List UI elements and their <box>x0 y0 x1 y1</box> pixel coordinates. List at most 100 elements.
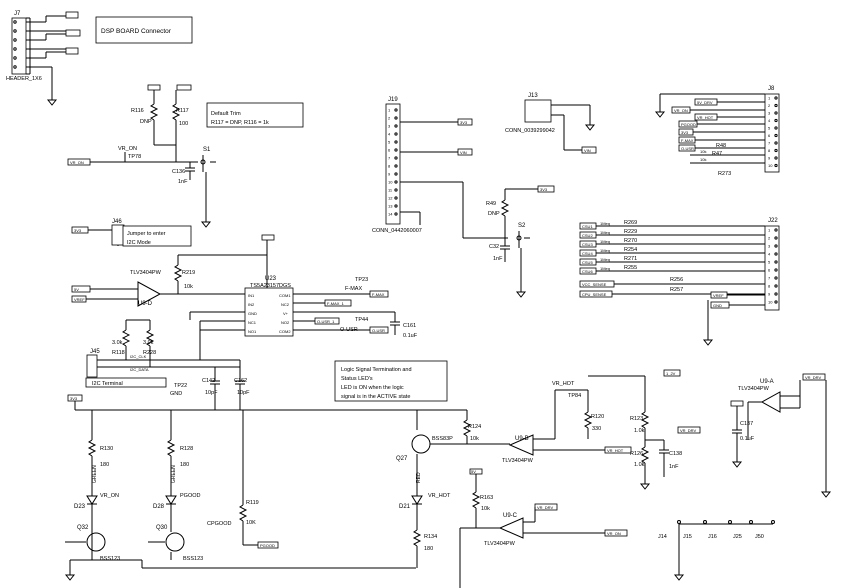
j45-label: J45 <box>90 349 100 355</box>
j8-label: J8 <box>768 86 775 92</box>
j8-tag-7: O-USR <box>681 146 694 151</box>
r273-ref: R273 <box>718 171 731 177</box>
u23-pin-com1: COM1 <box>279 293 291 298</box>
j19-pin <box>394 180 398 184</box>
vref-tag-j22: VREF <box>713 293 724 298</box>
r134-ref: R134 <box>424 534 437 540</box>
r116-ref: R116 <box>131 108 144 114</box>
u9b-part: TLV3404PW <box>502 458 534 464</box>
j16-label: J16 <box>708 534 717 540</box>
j19-tag-3v3: 3V3 <box>460 120 468 125</box>
j22-pin-number: 9 <box>768 292 771 297</box>
q30-value: BSS123 <box>183 556 203 562</box>
d28-color: GREEN <box>171 465 177 483</box>
u9a-section: TLV3404PW U9-A VR_DRV C137 0.1uF <box>730 373 832 498</box>
j8-pin <box>774 126 778 130</box>
c32-value: 1nF <box>493 256 503 262</box>
fmax-net-label: F-MAX <box>345 286 362 292</box>
c137-ref: C137 <box>740 421 753 427</box>
j22-pin-number: 10 <box>768 300 773 305</box>
j8-pin-number: 2 <box>768 103 771 108</box>
j19-pin-number: 7 <box>388 156 391 161</box>
gnd-tp-label: GND <box>170 391 182 397</box>
r134-value: 180 <box>424 546 433 552</box>
j22-row-tag-text: CSU5 <box>582 260 593 265</box>
j8-tag-6: F-MAX <box>681 138 694 143</box>
u9a-tag: VR_DRV <box>805 375 821 380</box>
c142-value: 10pF <box>205 390 218 396</box>
j8-pin <box>774 118 778 123</box>
vrhot-tag: VR_HOT <box>607 448 624 453</box>
s1-label: S1 <box>203 147 211 153</box>
d21-label: D21 <box>399 504 411 510</box>
j25-label: J25 <box>733 534 742 540</box>
j22-pin <box>774 244 778 248</box>
s2-label: S2 <box>518 223 526 229</box>
scl-label: I2C_CLK <box>130 354 147 359</box>
j8-tag-5: 3V3 <box>681 130 689 135</box>
j19-pin <box>394 212 398 216</box>
j19-pin-number: 9 <box>388 172 391 177</box>
tp22-label: TP22 <box>174 383 187 389</box>
r254-ref: R254 <box>624 247 637 253</box>
u23-pin-nc1: NC1 <box>248 320 257 325</box>
j19-pin-number: 2 <box>388 116 391 121</box>
u9c-tag-5v: 5V <box>471 469 476 474</box>
j19-pin <box>394 140 398 144</box>
j22-label: J22 <box>768 218 778 224</box>
r119-value: 10K <box>246 520 256 526</box>
tp84-label: TP84 <box>568 393 581 399</box>
j8-tag-2: VR_ON <box>674 108 688 113</box>
j19-pin <box>394 108 398 112</box>
j22-pin <box>774 300 778 304</box>
j8-pin-number: 7 <box>768 141 771 146</box>
j13-connector: J13 CONN_0039299042 VIN 3V3 R49 DNP C32 … <box>486 93 597 298</box>
logic-note-line1: Logic Signal Termination and <box>341 367 412 373</box>
u9a-label: U9-A <box>760 379 774 385</box>
j19-pin-number: 6 <box>388 148 391 153</box>
r270-ref: R270 <box>624 238 637 244</box>
j19-tag-vin: VIN <box>460 150 467 155</box>
d21-color: RED <box>416 472 422 483</box>
j8-pin-number: 6 <box>768 133 771 138</box>
r48-value: 10k <box>700 149 706 154</box>
j22-pin-number: 8 <box>768 284 771 289</box>
j19-pin <box>394 156 398 160</box>
c136-value: 1nF <box>178 179 188 185</box>
j8-pin <box>774 156 778 160</box>
pgood-led-label: PGOOD <box>180 493 201 499</box>
j22-row-tag-text: CSU3 <box>582 242 593 247</box>
vcc-sense-tag: VCC_SENSE <box>582 282 607 287</box>
r271-ref: R271 <box>624 256 637 262</box>
r48-ref: R48 <box>716 143 726 149</box>
j14-label: J14 <box>658 534 667 540</box>
r130-ref: R130 <box>100 446 113 452</box>
j22-row-res-value: 1Meg <box>600 239 610 244</box>
j8-pin-number: 5 <box>768 126 771 131</box>
j8-pin-number: 8 <box>768 148 771 153</box>
j22-pin-number: 2 <box>768 236 771 241</box>
u23-label: U23 <box>265 276 277 282</box>
r229-ref: R229 <box>624 229 637 235</box>
j22-row-tag-text: CSU4 <box>582 251 593 256</box>
j22-row-tag-text: CSU6 <box>582 269 593 274</box>
d28-label: D28 <box>153 504 165 510</box>
r228-value: 3.0k <box>143 340 154 346</box>
j19-label: J19 <box>388 97 398 103</box>
q32-label: Q32 <box>77 525 89 531</box>
r47-ref: R47 <box>712 151 722 157</box>
q27-value: BSS83P <box>432 436 453 442</box>
j46-net: 3V3 <box>74 228 82 233</box>
u9d-label: U9-D <box>138 301 153 307</box>
u23-pin-nc2: NC2 <box>281 302 290 307</box>
logic-note-line3: LED is ON when the logic <box>341 385 404 391</box>
dsp-note-box <box>95 16 193 44</box>
j19-pin-number: 13 <box>388 204 393 209</box>
u9d-part: TLV3404PW <box>130 270 162 276</box>
c161-value: 0.1uF <box>403 333 418 339</box>
r255-ref: R255 <box>624 265 637 271</box>
j22-pin-number: 7 <box>768 276 771 281</box>
j22-pin-number: 1 <box>768 228 771 233</box>
j13-part: CONN_0039299042 <box>505 128 555 134</box>
